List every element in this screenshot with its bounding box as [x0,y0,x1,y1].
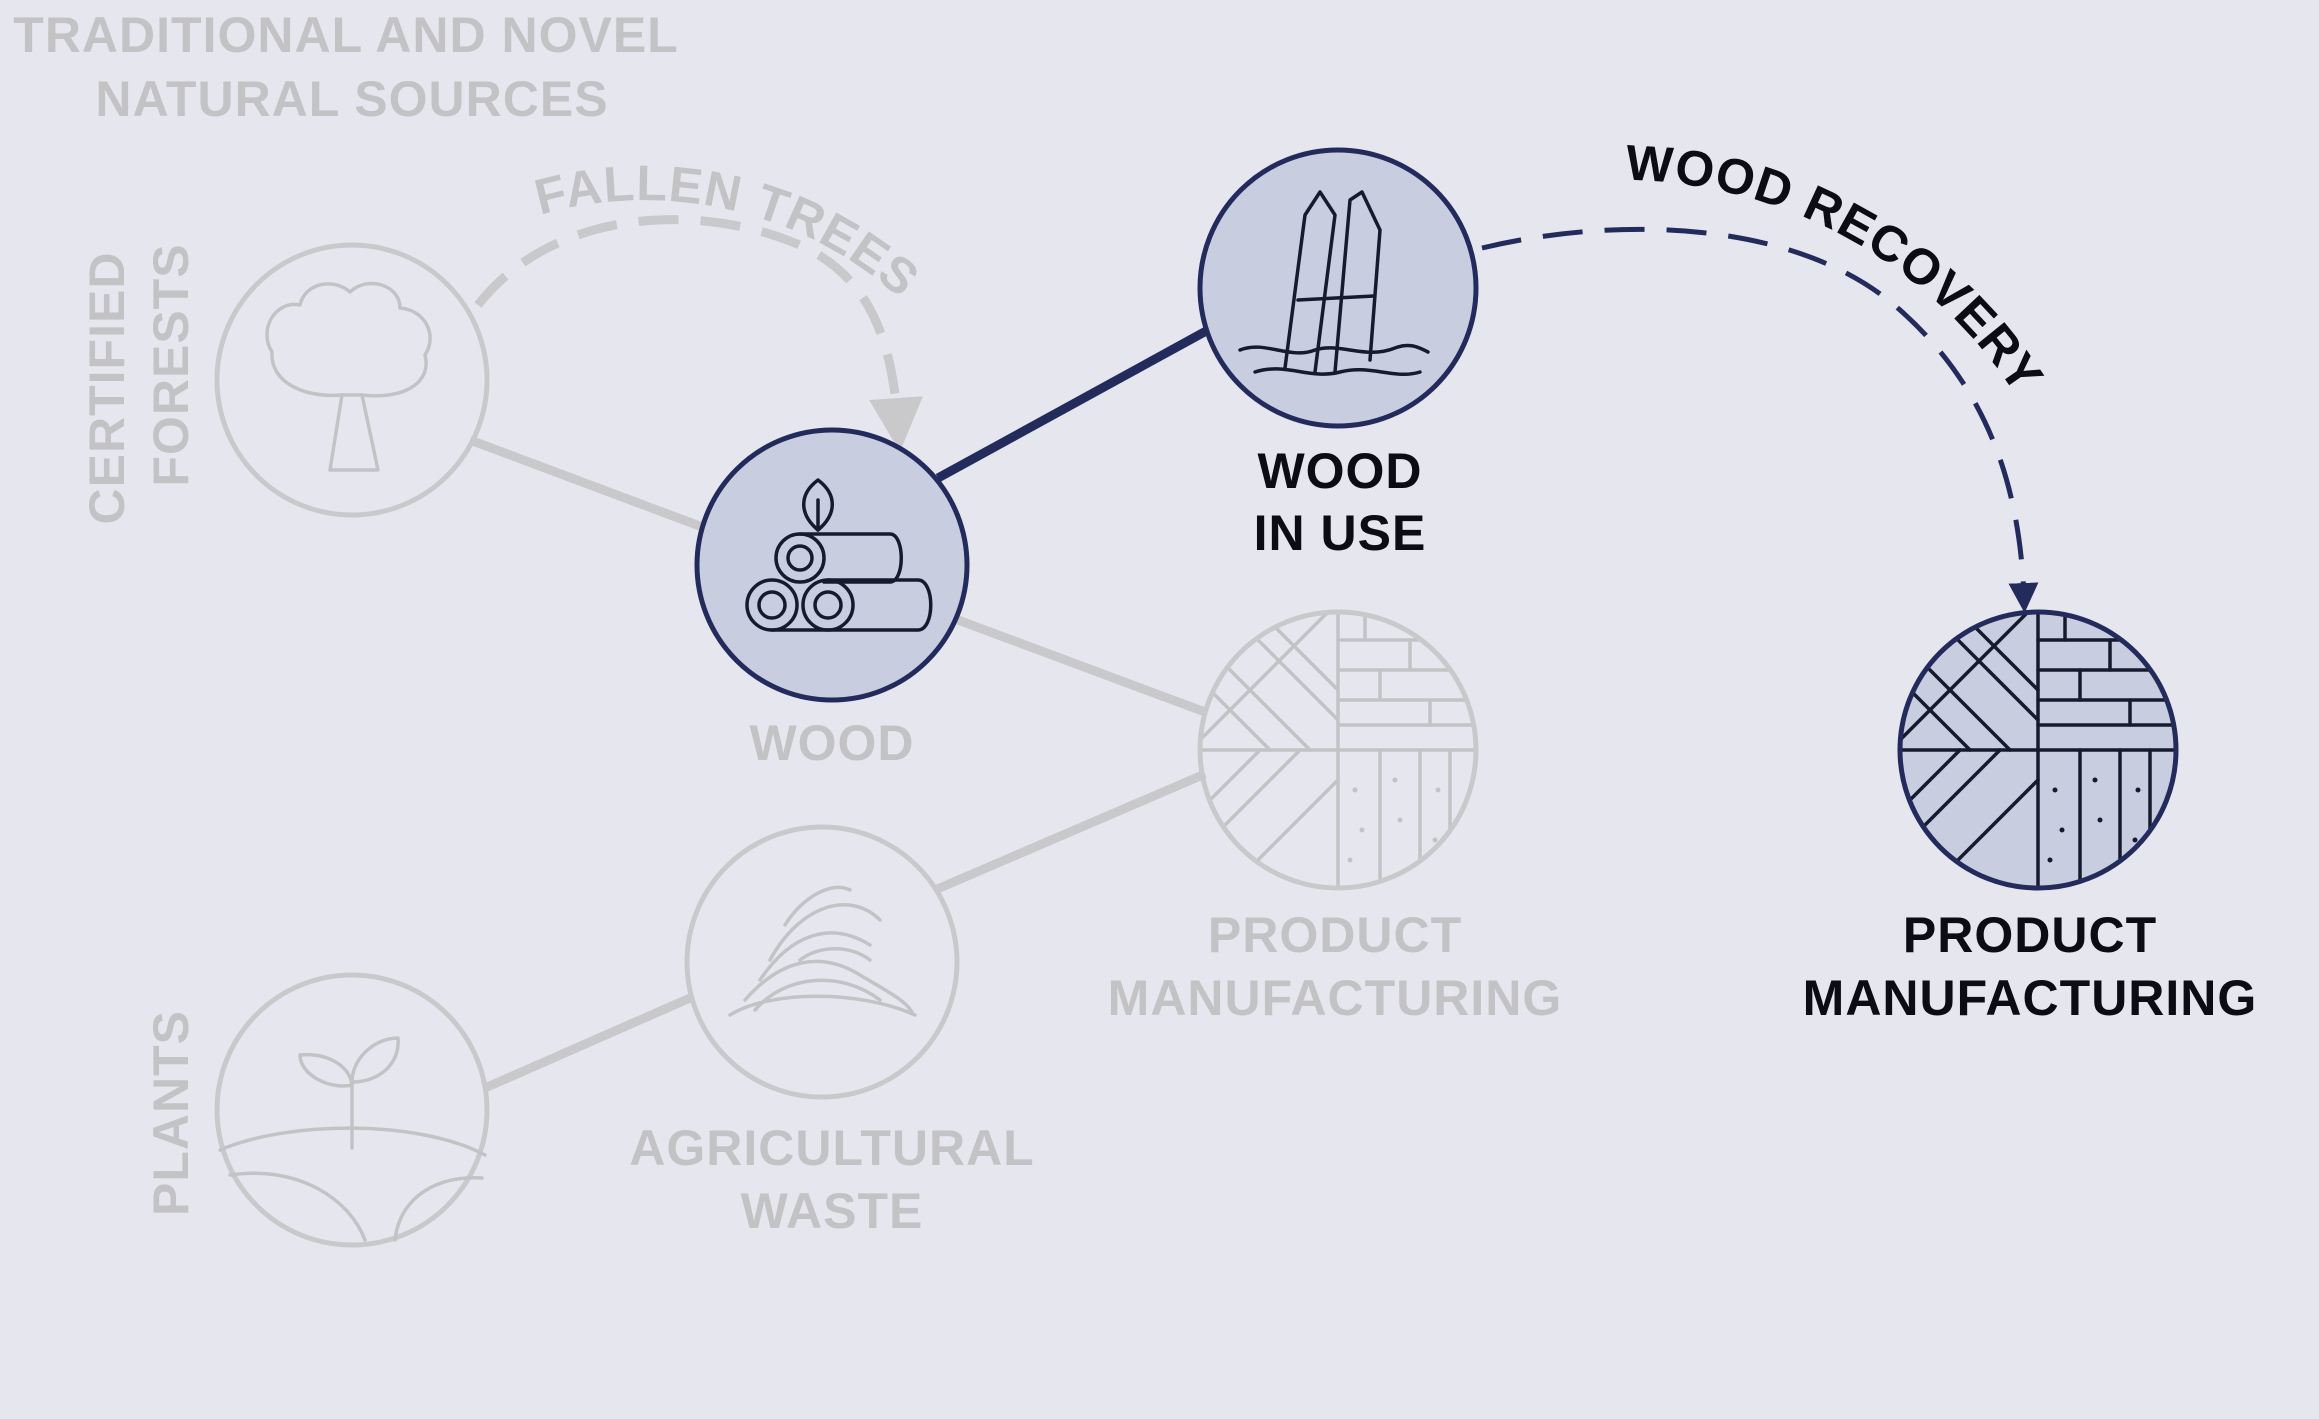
connector-wood-manufacturing [956,615,1207,717]
product-active-line-2: MANUFACTURING [1803,970,2258,1026]
forests-label: FORESTS [143,243,199,486]
connector-forests-wood [468,435,707,533]
product-faded-line-2: MANUFACTURING [1108,970,1563,1026]
certified-forests-circle [214,242,490,518]
sprout-icon [218,1036,487,1242]
building-icon [1238,190,1430,377]
node-agricultural-waste: AGRICULTURAL WASTE [629,824,1034,1239]
product-manufacturing-faded-circle [1197,609,1479,891]
product-manufacturing-active-circle [1897,609,2179,891]
node-wood: WOOD [694,427,970,771]
node-plants: PLANTS [143,972,490,1248]
plants-label: PLANTS [143,1010,199,1216]
header-line-2: NATURAL SOURCES [95,71,608,127]
product-faded-line-1: PRODUCT [1208,907,1462,963]
wood-recovery-label: WOOD RECOVERY [1624,134,2054,403]
product-active-line-1: PRODUCT [1903,907,2157,963]
waste-label: WASTE [741,1183,924,1239]
certified-label: CERTIFIED [79,252,135,525]
agricultural-label: AGRICULTURAL [629,1120,1034,1176]
wood-recovery-arrow [1481,226,2039,613]
connector-plants-waste [483,993,692,1093]
node-certified-forests: CERTIFIED FORESTS [79,242,490,525]
tree-icon [265,281,432,472]
wood-in-use-line-2: IN USE [1254,505,1427,561]
node-product-manufacturing-active: PRODUCT MANUFACTURING [1803,609,2258,1026]
plants-circle [214,972,490,1248]
wood-patterns-icon [1200,612,1476,888]
node-wood-in-use: WOOD IN USE [1197,147,1479,561]
wood-in-use-circle [1197,147,1479,429]
header-line-1: TRADITIONAL AND NOVEL [13,7,678,63]
wood-label: WOOD [749,715,914,771]
wood-in-use-line-1: WOOD [1257,443,1422,499]
connector-waste-manufacturing [933,769,1207,895]
agricultural-waste-circle [684,824,960,1100]
node-product-manufacturing-faded: PRODUCT MANUFACTURING [1108,609,1563,1026]
connector-wood-in-use [935,326,1211,482]
fallen-trees-arrow [474,215,924,452]
wood-circle [694,427,970,703]
logs-icon [745,478,933,632]
straw-pile-icon [728,885,917,1017]
